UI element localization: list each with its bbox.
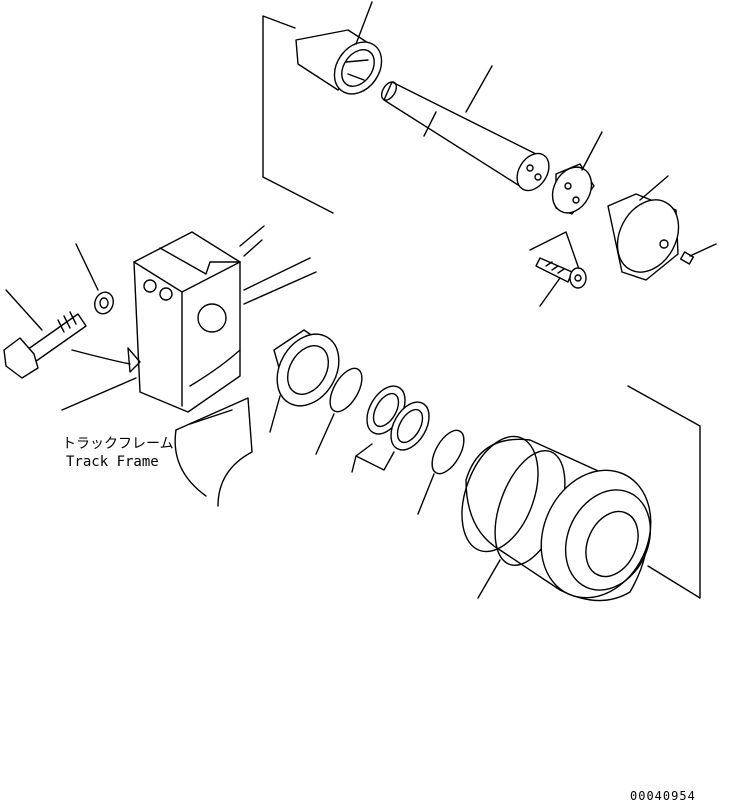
label-track-frame-en: Track Frame	[66, 454, 159, 470]
shaft	[379, 66, 556, 196]
hex-bolt	[4, 290, 86, 378]
track-roller	[448, 386, 700, 616]
drawing-number: 00040954	[630, 789, 696, 803]
bushing	[296, 2, 391, 103]
track-frame-lower	[175, 398, 252, 506]
label-track-frame-jp: トラックフレーム	[62, 436, 174, 452]
floating-seal-pair	[352, 379, 437, 472]
o-ring-2	[418, 425, 470, 514]
o-ring	[316, 363, 368, 454]
track-frame-bracket	[62, 226, 316, 412]
socket-bolt	[530, 232, 586, 306]
end-cap	[605, 176, 690, 283]
washer	[76, 244, 116, 316]
cover-plate	[545, 132, 602, 220]
plug	[681, 244, 716, 264]
track-frame-label: トラックフレーム Track Frame	[62, 436, 174, 470]
upper-group-bracket	[263, 16, 333, 213]
bearing-collar	[265, 323, 351, 432]
